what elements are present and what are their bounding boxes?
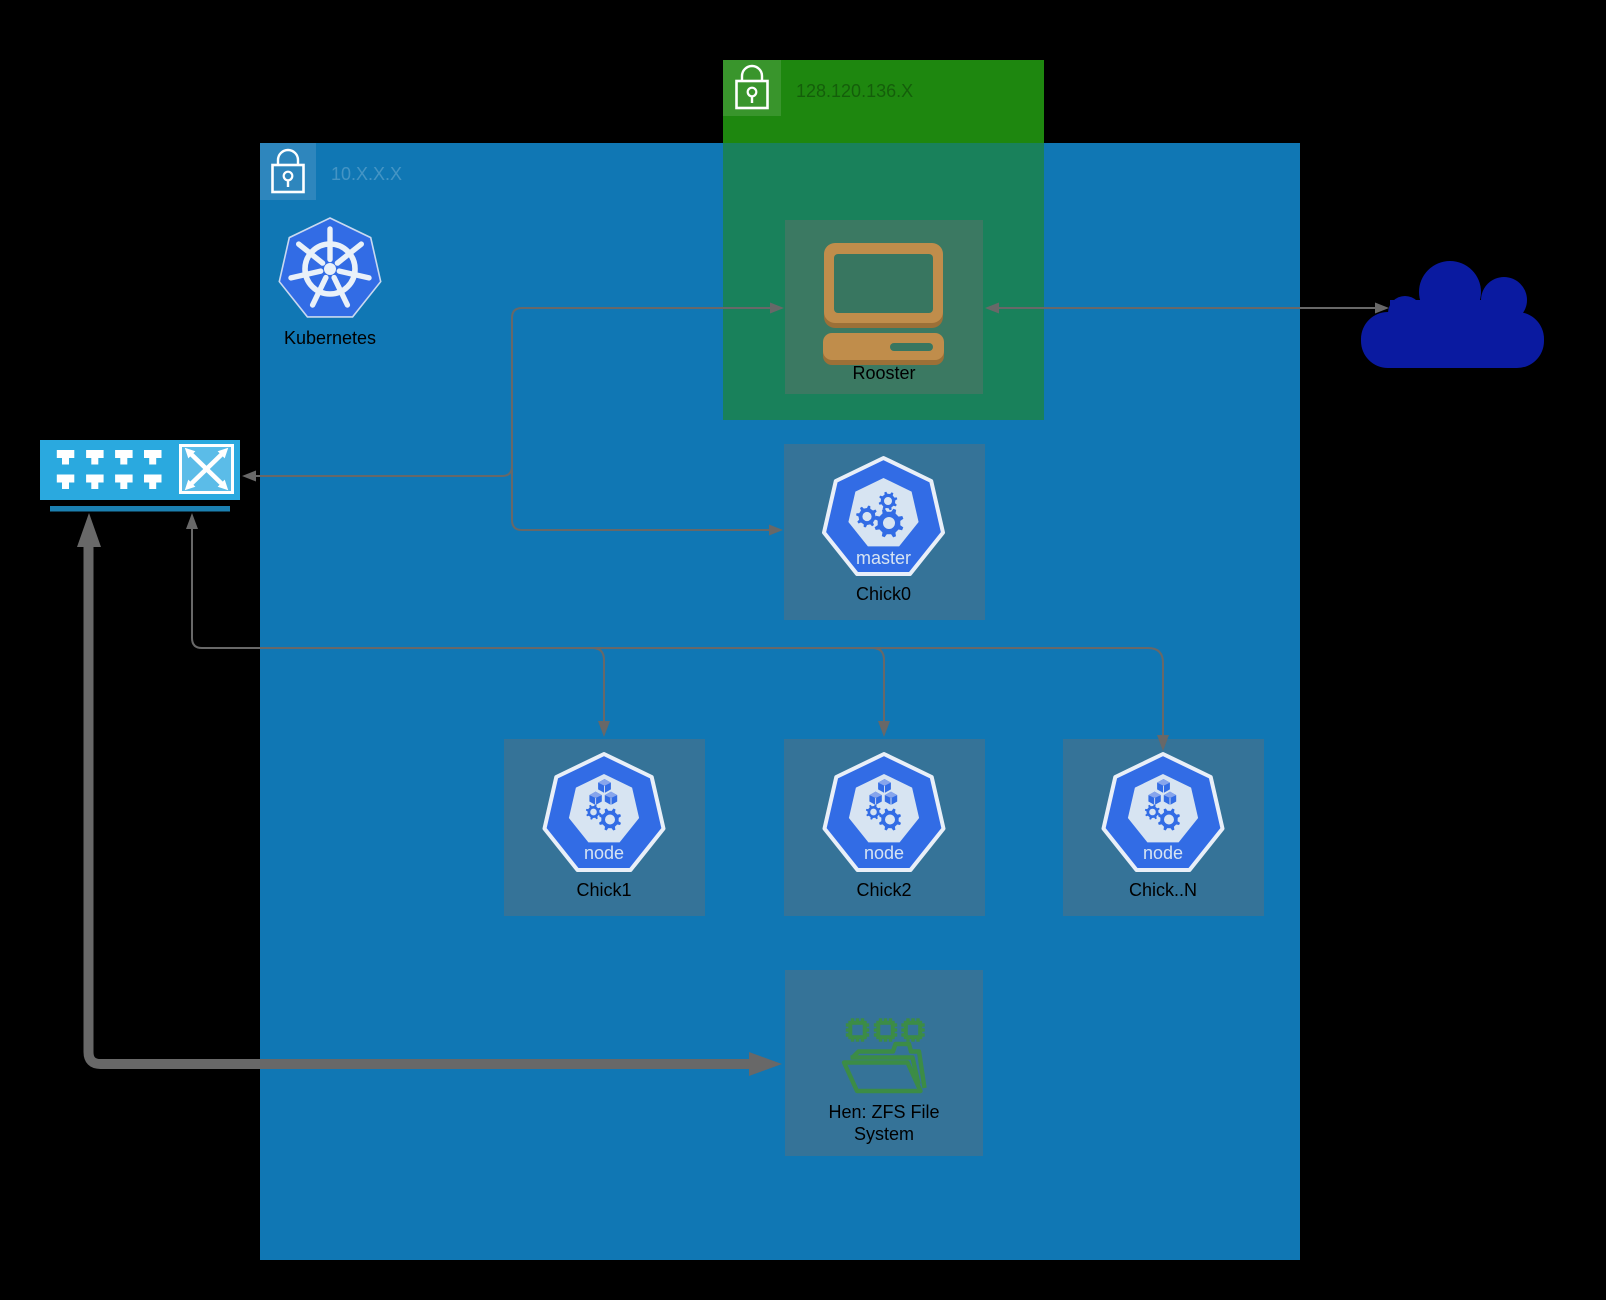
svg-text:Kubernetes: Kubernetes — [284, 328, 376, 348]
svg-text:10.X.X.X: 10.X.X.X — [331, 164, 402, 184]
svg-text:Rooster: Rooster — [852, 363, 915, 383]
svg-text:128.120.136.X: 128.120.136.X — [796, 81, 913, 101]
svg-text:node: node — [1143, 843, 1183, 863]
svg-text:node: node — [584, 843, 624, 863]
svg-text:Chick1: Chick1 — [576, 880, 631, 900]
svg-text:Hen: ZFS File: Hen: ZFS File — [828, 1102, 939, 1122]
svg-text:Chick..N: Chick..N — [1129, 880, 1197, 900]
svg-text:Chick2: Chick2 — [856, 880, 911, 900]
svg-text:node: node — [864, 843, 904, 863]
svg-text:Chick0: Chick0 — [856, 584, 911, 604]
svg-text:System: System — [854, 1124, 914, 1144]
svg-text:master: master — [856, 548, 911, 568]
